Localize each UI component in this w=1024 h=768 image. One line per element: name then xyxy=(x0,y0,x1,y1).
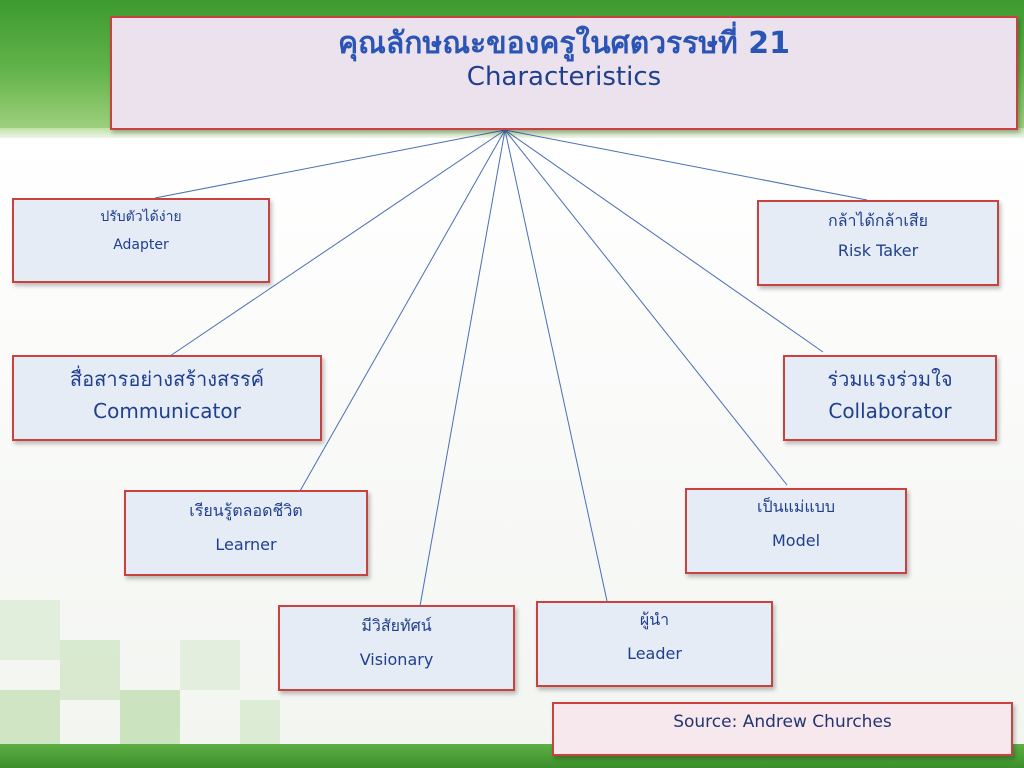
node-model-thai: เป็นแม่แบบ xyxy=(756,497,836,516)
node-visionary: มีวิสัยทัศน์ Visionary xyxy=(278,605,515,691)
node-learner: เรียนรู้ตลอดชีวิต Learner xyxy=(124,490,368,576)
connector-leader xyxy=(504,129,608,602)
decor-square xyxy=(0,600,60,660)
connector-communicator xyxy=(169,129,506,357)
node-leader: ผู้นำ Leader xyxy=(536,601,773,687)
node-communicator: สื่อสารอย่างสร้างสรรค์ Communicator xyxy=(12,355,322,441)
node-risk-taker-thai: กล้าได้กล้าเสีย xyxy=(828,211,928,230)
connector-adapter xyxy=(154,129,506,199)
node-communicator-english: Communicator xyxy=(93,399,241,423)
node-model-english: Model xyxy=(771,531,821,550)
node-visionary-english: Visionary xyxy=(359,650,434,669)
title-thai: คุณลักษณะของครูในศตวรรษที่ 21 xyxy=(337,26,791,61)
node-risk-taker: กล้าได้กล้าเสีย Risk Taker xyxy=(757,200,999,286)
connector-learner xyxy=(299,129,506,492)
node-adapter: ปรับตัวได้ง่าย Adapter xyxy=(12,198,270,283)
source-box: Source: Andrew Churches xyxy=(552,702,1013,756)
node-risk-taker-english: Risk Taker xyxy=(837,241,919,260)
connector-collaborator xyxy=(504,129,824,353)
decor-square xyxy=(0,690,60,744)
connector-risk-taker xyxy=(504,129,868,201)
title-english: Characteristics xyxy=(466,62,662,92)
source-text: Source: Andrew Churches xyxy=(673,712,892,732)
node-adapter-thai: ปรับตัวได้ง่าย xyxy=(100,209,182,225)
node-visionary-thai: มีวิสัยทัศน์ xyxy=(361,616,432,635)
node-adapter-english: Adapter xyxy=(113,237,169,253)
connector-visionary xyxy=(419,129,506,607)
decor-square xyxy=(120,690,180,744)
decor-square xyxy=(240,700,280,744)
header-stripe xyxy=(0,128,1024,138)
decor-square xyxy=(60,640,120,700)
node-leader-thai: ผู้นำ xyxy=(639,610,670,629)
node-learner-english: Learner xyxy=(215,535,277,554)
title-box: คุณลักษณะของครูในศตวรรษที่ 21 Characteri… xyxy=(110,16,1018,130)
node-learner-thai: เรียนรู้ตลอดชีวิต xyxy=(189,501,303,520)
node-communicator-thai: สื่อสารอย่างสร้างสรรค์ xyxy=(69,367,265,391)
node-collaborator-english: Collaborator xyxy=(828,399,952,423)
connector-model xyxy=(504,129,788,486)
decor-square xyxy=(180,640,240,690)
node-collaborator-thai: ร่วมแรงร่วมใจ xyxy=(827,367,953,391)
node-collaborator: ร่วมแรงร่วมใจ Collaborator xyxy=(783,355,997,441)
node-leader-english: Leader xyxy=(627,644,682,663)
node-model: เป็นแม่แบบ Model xyxy=(685,488,907,574)
